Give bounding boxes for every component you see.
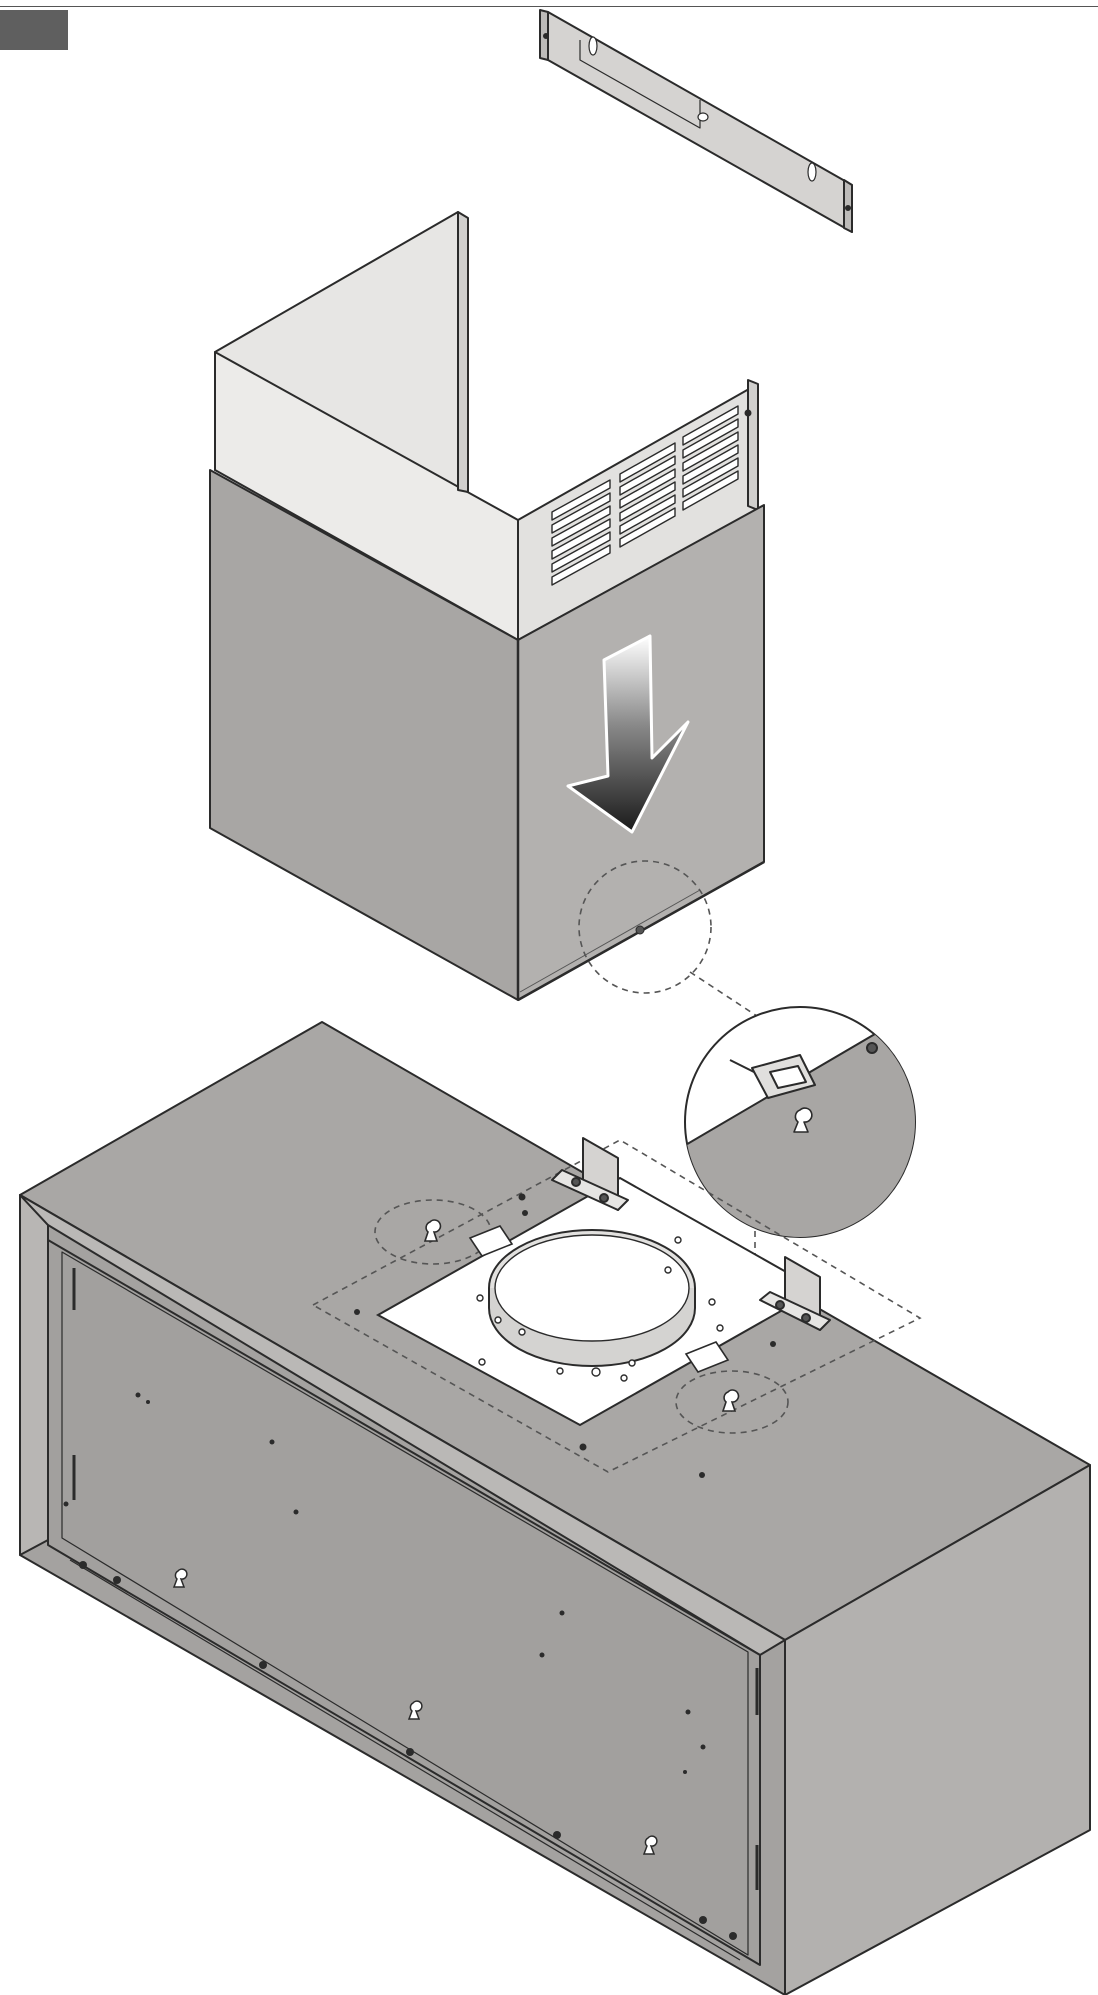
duct-mounting-plate xyxy=(311,1139,922,1473)
page-top-rule xyxy=(0,6,1098,7)
top-face-holes xyxy=(354,1193,776,1478)
vent-grille xyxy=(551,405,739,586)
keyhole-slot-icon xyxy=(172,1568,658,1855)
down-arrow-icon xyxy=(566,634,690,834)
detail-callout xyxy=(578,860,761,1388)
chimney-cover xyxy=(209,211,765,1002)
front-screws xyxy=(63,1392,737,1940)
range-hood-body xyxy=(19,1021,1091,1995)
mounting-tabs xyxy=(551,1137,831,1331)
magnifier-detail-icon xyxy=(684,1006,916,1238)
step-number-tab xyxy=(0,10,68,50)
wall-bracket xyxy=(539,9,853,233)
